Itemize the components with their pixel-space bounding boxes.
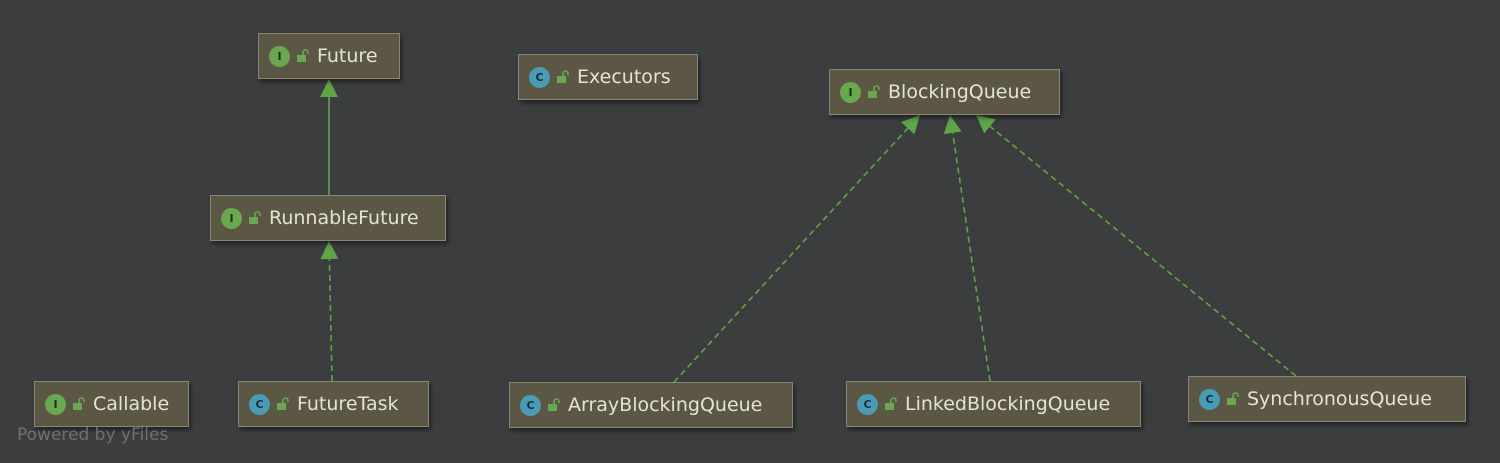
interface-icon: I	[45, 393, 66, 415]
node-label: LinkedBlockingQueue	[905, 393, 1111, 415]
node-label: FutureTask	[297, 393, 399, 415]
edge-line	[989, 125, 1297, 377]
node-future[interactable]: I Future	[258, 33, 400, 79]
class-icon: C	[1199, 388, 1220, 410]
class-icon: C	[520, 394, 541, 416]
lock-open-icon	[73, 397, 85, 410]
edge-synchronous_queue-to-blocking_queue	[976, 115, 1297, 377]
arrowhead	[320, 241, 339, 260]
node-label: Executors	[577, 66, 671, 88]
lock-open-icon	[885, 397, 897, 410]
arrowhead	[943, 115, 962, 135]
node-array-blocking-queue[interactable]: C ArrayBlockingQueue	[509, 382, 793, 428]
node-linked-blocking-queue[interactable]: C LinkedBlockingQueue	[846, 381, 1141, 427]
lock-open-icon	[249, 211, 261, 224]
edge-line	[328, 258, 333, 382]
watermark: Powered by yFiles	[17, 425, 169, 445]
edge-future_task-to-runnable_future	[320, 241, 339, 382]
edge-linked_blocking_queue-to-blocking_queue	[943, 115, 991, 382]
node-label: BlockingQueue	[888, 81, 1032, 103]
lock-open-icon	[1227, 392, 1239, 405]
node-label: ArrayBlockingQueue	[568, 394, 763, 416]
node-executors[interactable]: C Executors	[518, 54, 698, 100]
class-icon: C	[249, 393, 270, 415]
lock-open-icon	[297, 49, 309, 62]
edge-array_blocking_queue-to-blocking_queue	[673, 115, 920, 383]
node-future-task[interactable]: C FutureTask	[238, 381, 429, 427]
node-label: Callable	[93, 393, 170, 415]
node-label: RunnableFuture	[269, 207, 419, 229]
arrowhead	[320, 79, 338, 97]
node-label: Future	[317, 45, 378, 67]
arrowhead	[901, 115, 920, 135]
edge-line	[673, 127, 909, 383]
node-synchronous-queue[interactable]: C SynchronousQueue	[1188, 376, 1466, 422]
class-icon: C	[857, 393, 878, 415]
node-callable[interactable]: I Callable	[34, 381, 189, 427]
interface-icon: I	[269, 45, 290, 67]
lock-open-icon	[868, 85, 880, 98]
arrowhead	[976, 115, 996, 134]
lock-open-icon	[277, 397, 289, 410]
node-label: SynchronousQueue	[1247, 388, 1432, 410]
node-runnable-future[interactable]: I RunnableFuture	[210, 195, 446, 241]
class-icon: C	[529, 66, 550, 88]
interface-icon: I	[840, 81, 861, 103]
lock-open-icon	[548, 398, 560, 411]
lock-open-icon	[557, 70, 569, 83]
edge-line	[951, 132, 991, 382]
interface-icon: I	[221, 207, 242, 229]
node-blocking-queue[interactable]: I BlockingQueue	[829, 69, 1060, 115]
edge-runnable_future-to-future	[320, 79, 338, 195]
